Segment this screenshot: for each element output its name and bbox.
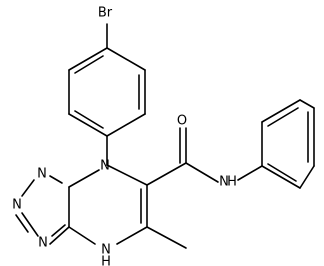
atom-label-n-ring-junction: N (100, 159, 110, 174)
atom-label-br: Br (98, 6, 113, 21)
atom-label-n-ring: N (101, 243, 111, 258)
atom-labels: Br O N H N N N N N H (12, 6, 237, 266)
bond (68, 226, 96, 245)
atom-label-n-tetrazole-1: N (37, 167, 47, 182)
phenyl-ring (261, 99, 315, 189)
bond (21, 212, 39, 237)
bond (68, 169, 100, 188)
bond (49, 175, 63, 184)
bond-c-n (185, 162, 219, 183)
bond (21, 179, 35, 197)
atom-label-n-tetrazole-3: N (38, 236, 48, 251)
double-bond-inner (267, 163, 297, 182)
bond-n-phenyl (237, 165, 263, 181)
atom-label-n-amide: N (219, 175, 229, 190)
tetrazole-ring (15, 175, 70, 245)
bond (106, 113, 146, 137)
bond (68, 113, 108, 137)
bond (299, 165, 315, 189)
bond (146, 162, 187, 186)
bond (68, 47, 108, 71)
pyrimidine-ring (68, 164, 148, 245)
bond (299, 99, 315, 109)
bond (49, 226, 70, 245)
carboxamide-group (146, 127, 263, 186)
atom-label-h-amide: H (227, 175, 237, 190)
bond (106, 164, 148, 186)
bond (261, 165, 301, 189)
atom-label-n-tetrazole-2: N (12, 198, 22, 213)
double-bond-inner (74, 110, 104, 129)
bond (261, 99, 301, 123)
atom-label-h-ring: H (101, 255, 111, 266)
bond-methyl (146, 226, 187, 249)
double-bond-outer (15, 214, 29, 233)
bromophenyl-ring (68, 23, 146, 137)
double-bond-inner (74, 55, 104, 74)
atom-label-o: O (177, 114, 187, 129)
bond (106, 47, 146, 71)
double-bond-inner (51, 224, 66, 237)
double-bond-inner (267, 107, 299, 127)
bond (116, 226, 148, 245)
